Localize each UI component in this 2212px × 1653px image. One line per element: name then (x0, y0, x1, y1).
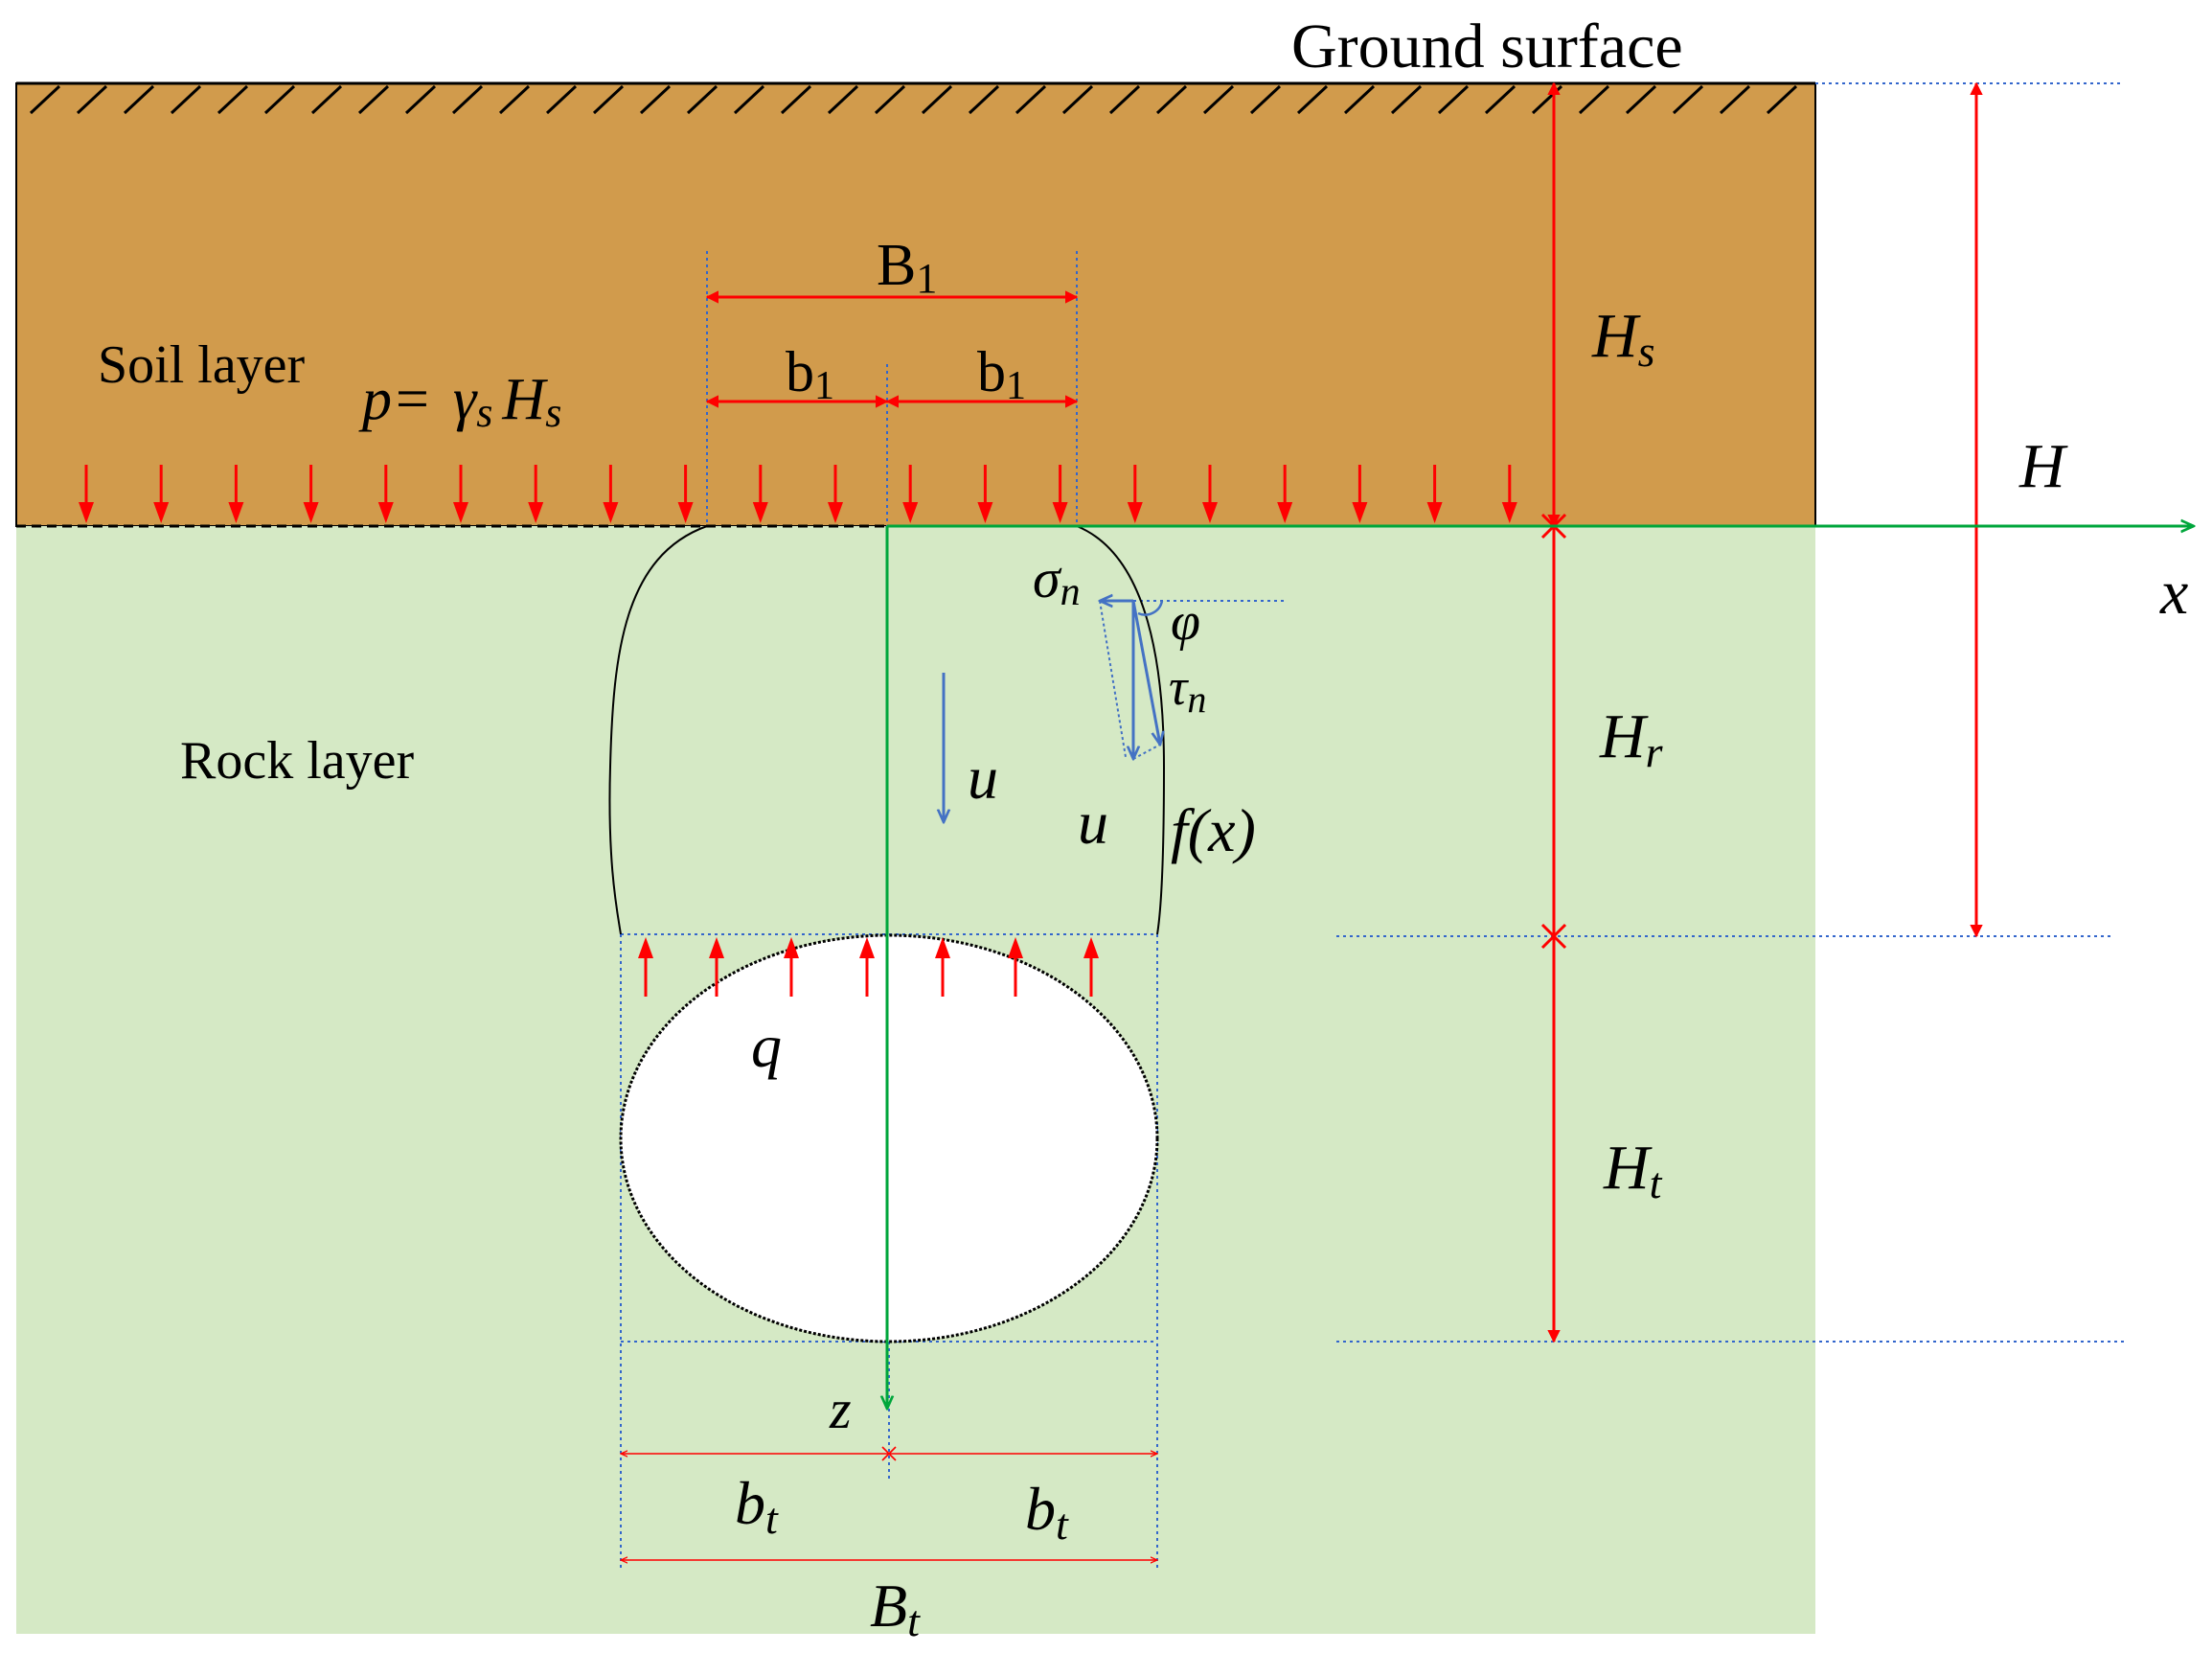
guide-lines (620, 82, 2127, 1570)
failure-curve-left (608, 525, 708, 935)
u-label-block: u (1078, 789, 1108, 857)
hatch-mark (1672, 84, 1704, 115)
hatch-mark (968, 84, 1000, 115)
sigma-n-label: σn (1033, 547, 1081, 614)
load-arrow-down (79, 465, 94, 523)
load-arrow-down (453, 465, 468, 523)
surcharge-load-arrows (79, 465, 1517, 523)
hatch-mark (451, 84, 484, 115)
load-arrow-down (528, 465, 544, 523)
hatch-mark (780, 84, 812, 115)
load-arrow-down (1352, 465, 1368, 523)
Hs-label: Hs (1591, 301, 1655, 376)
z-axis-label: z (829, 1378, 852, 1440)
x-axis-label: x (2159, 558, 2188, 628)
Ht-label: Ht (1603, 1133, 1663, 1207)
load-arrow-up (784, 937, 799, 997)
hatch-mark (827, 84, 859, 115)
Bt-label: Bt (870, 1572, 921, 1645)
load-arrow-up (709, 937, 724, 997)
failure-curve-right (1076, 525, 1166, 935)
support-pressure-arrows (638, 937, 1099, 997)
load-arrow-up (1083, 937, 1099, 997)
load-arrow-down (677, 465, 694, 523)
load-arrow-down (1127, 465, 1143, 523)
load-arrow-down (603, 465, 619, 523)
load-arrow-down (1052, 465, 1068, 523)
hatch-mark (592, 84, 625, 115)
hatch-mark (1015, 84, 1047, 115)
hatch-mark (639, 84, 672, 115)
load-arrow-up (935, 937, 950, 997)
load-arrow-down (303, 465, 319, 523)
soil-layer-region (15, 82, 1816, 527)
ground-surface-label: Ground surface (1291, 11, 1683, 81)
load-arrow-down (902, 465, 919, 523)
stress-vectors (1100, 601, 1162, 759)
phi-label: φ (1171, 592, 1200, 652)
H-label: H (2018, 431, 2068, 501)
hatch-mark (1296, 84, 1329, 115)
load-arrow-down (1277, 465, 1293, 523)
hatch-mark (404, 84, 437, 115)
load-arrow-up (638, 937, 653, 997)
hatch-mark (310, 84, 343, 115)
tunnel-ellipse (619, 933, 1159, 1343)
hatch-mark (686, 84, 718, 115)
tau-n-label: τn (1169, 658, 1206, 721)
bt-center-mark (881, 1446, 897, 1461)
u-label-arrow: u (968, 744, 998, 812)
load-arrow-down (377, 465, 394, 523)
hatch-mark (357, 84, 390, 115)
hatch-mark (545, 84, 578, 115)
stress-construction-lines (1099, 600, 1161, 760)
load-arrow-down (1426, 465, 1443, 523)
hatch-mark (921, 84, 953, 115)
hatch-mark (1484, 84, 1516, 115)
bt-right-label: bt (1025, 1475, 1069, 1549)
fx-label: f(x) (1171, 796, 1256, 864)
hatch-mark (29, 84, 61, 115)
soil-layer-label: Soil layer (98, 335, 306, 395)
load-arrow-down (228, 465, 244, 523)
rock-layer-label: Rock layer (180, 731, 414, 791)
load-arrow-down (153, 465, 170, 523)
hatch-mark (217, 84, 249, 115)
hatch-mark (1061, 84, 1094, 115)
Hr-label: Hr (1599, 701, 1664, 776)
B1-label: B1 (877, 233, 937, 302)
hatch-mark (1343, 84, 1376, 115)
hatch-mark (1578, 84, 1610, 115)
load-arrow-up (1008, 937, 1023, 997)
hatch-mark (263, 84, 296, 115)
load-arrow-down (977, 465, 993, 523)
hatch-mark (1202, 84, 1235, 115)
hatch-mark (733, 84, 765, 115)
hatch-mark (1249, 84, 1282, 115)
hatch-mark (123, 84, 155, 115)
hatch-mark (1766, 84, 1798, 115)
ground-hatching (29, 84, 1798, 115)
b1-left-label: b1 (786, 340, 834, 408)
load-arrow-down (752, 465, 768, 523)
hatch-mark (498, 84, 531, 115)
hatch-mark (1108, 84, 1141, 115)
hatch-mark (1719, 84, 1751, 115)
hatch-mark (76, 84, 108, 115)
load-arrow-down (828, 465, 843, 523)
hatch-mark (1155, 84, 1188, 115)
load-arrow-down (1501, 465, 1517, 523)
hatch-mark (1437, 84, 1470, 115)
q-label: q (751, 1012, 782, 1080)
bt-left-label: bt (735, 1469, 779, 1543)
hatch-mark (1390, 84, 1423, 115)
hatch-mark (170, 84, 202, 115)
hatch-mark (1625, 84, 1657, 115)
hatch-mark (874, 84, 906, 115)
load-arrow-up (859, 937, 875, 997)
b1-right-label: b1 (977, 340, 1026, 408)
load-arrow-down (1202, 465, 1218, 523)
